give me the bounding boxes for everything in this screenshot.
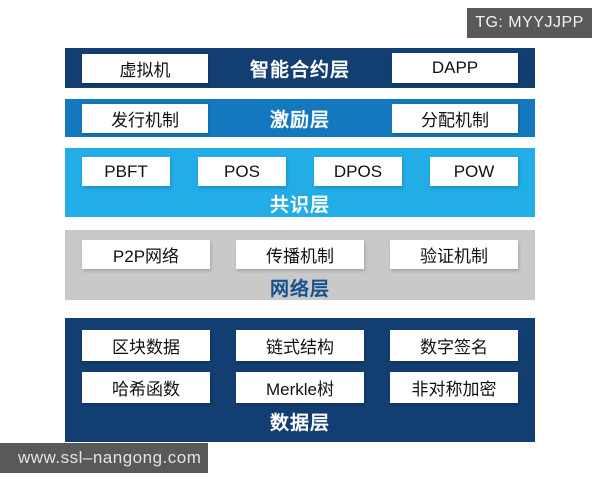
box-block-data: 区块数据 — [82, 330, 210, 361]
telegram-watermark-badge: TG: MYYJJPP — [467, 8, 592, 38]
box-propagation-mechanism: 传播机制 — [236, 240, 364, 269]
label-consensus-layer: 共识层 — [269, 195, 330, 216]
consensus-boxes-row: PBFT POS DPOS POW — [65, 157, 535, 186]
label-data-layer: 数据层 — [269, 413, 330, 434]
layer-network: P2P网络 传播机制 验证机制 网络层 — [65, 230, 535, 300]
layer-smart-contract: 虚拟机 智能合约层 DAPP — [65, 48, 535, 88]
layer-incentive: 发行机制 激励层 分配机制 — [65, 99, 535, 137]
box-merkle-tree: Merkle树 — [236, 372, 364, 403]
label-network-layer: 网络层 — [269, 279, 330, 300]
layer-consensus: PBFT POS DPOS POW 共识层 — [65, 148, 535, 217]
data-boxes-row-2: 哈希函数 Merkle树 非对称加密 — [65, 372, 535, 403]
box-pos: POS — [198, 157, 286, 186]
website-watermark-badge: www.ssl–nangong.com — [0, 443, 208, 473]
box-digital-signature: 数字签名 — [390, 330, 518, 361]
box-pow: POW — [430, 157, 518, 186]
box-dapp: DAPP — [391, 53, 518, 83]
layer-data: 区块数据 链式结构 数字签名 哈希函数 Merkle树 非对称加密 数据层 — [65, 318, 535, 442]
data-boxes-row-1: 区块数据 链式结构 数字签名 — [65, 330, 535, 361]
telegram-watermark-text: TG: MYYJJPP — [475, 14, 584, 31]
box-hash-function: 哈希函数 — [82, 372, 210, 403]
box-distribution-mechanism: 分配机制 — [391, 103, 518, 133]
box-virtual-machine: 虚拟机 — [82, 53, 208, 83]
box-p2p-network: P2P网络 — [82, 240, 210, 269]
box-pbft: PBFT — [82, 157, 170, 186]
box-chain-structure: 链式结构 — [236, 330, 364, 361]
network-boxes-row: P2P网络 传播机制 验证机制 — [65, 240, 535, 269]
box-verification-mechanism: 验证机制 — [390, 240, 518, 269]
label-incentive-layer: 激励层 — [269, 109, 330, 131]
box-asymmetric-encryption: 非对称加密 — [390, 372, 518, 403]
box-dpos: DPOS — [314, 157, 402, 186]
label-smart-contract-layer: 智能合约层 — [249, 59, 350, 81]
box-issuance-mechanism: 发行机制 — [82, 103, 208, 133]
website-watermark-text: www.ssl–nangong.com — [18, 448, 202, 467]
